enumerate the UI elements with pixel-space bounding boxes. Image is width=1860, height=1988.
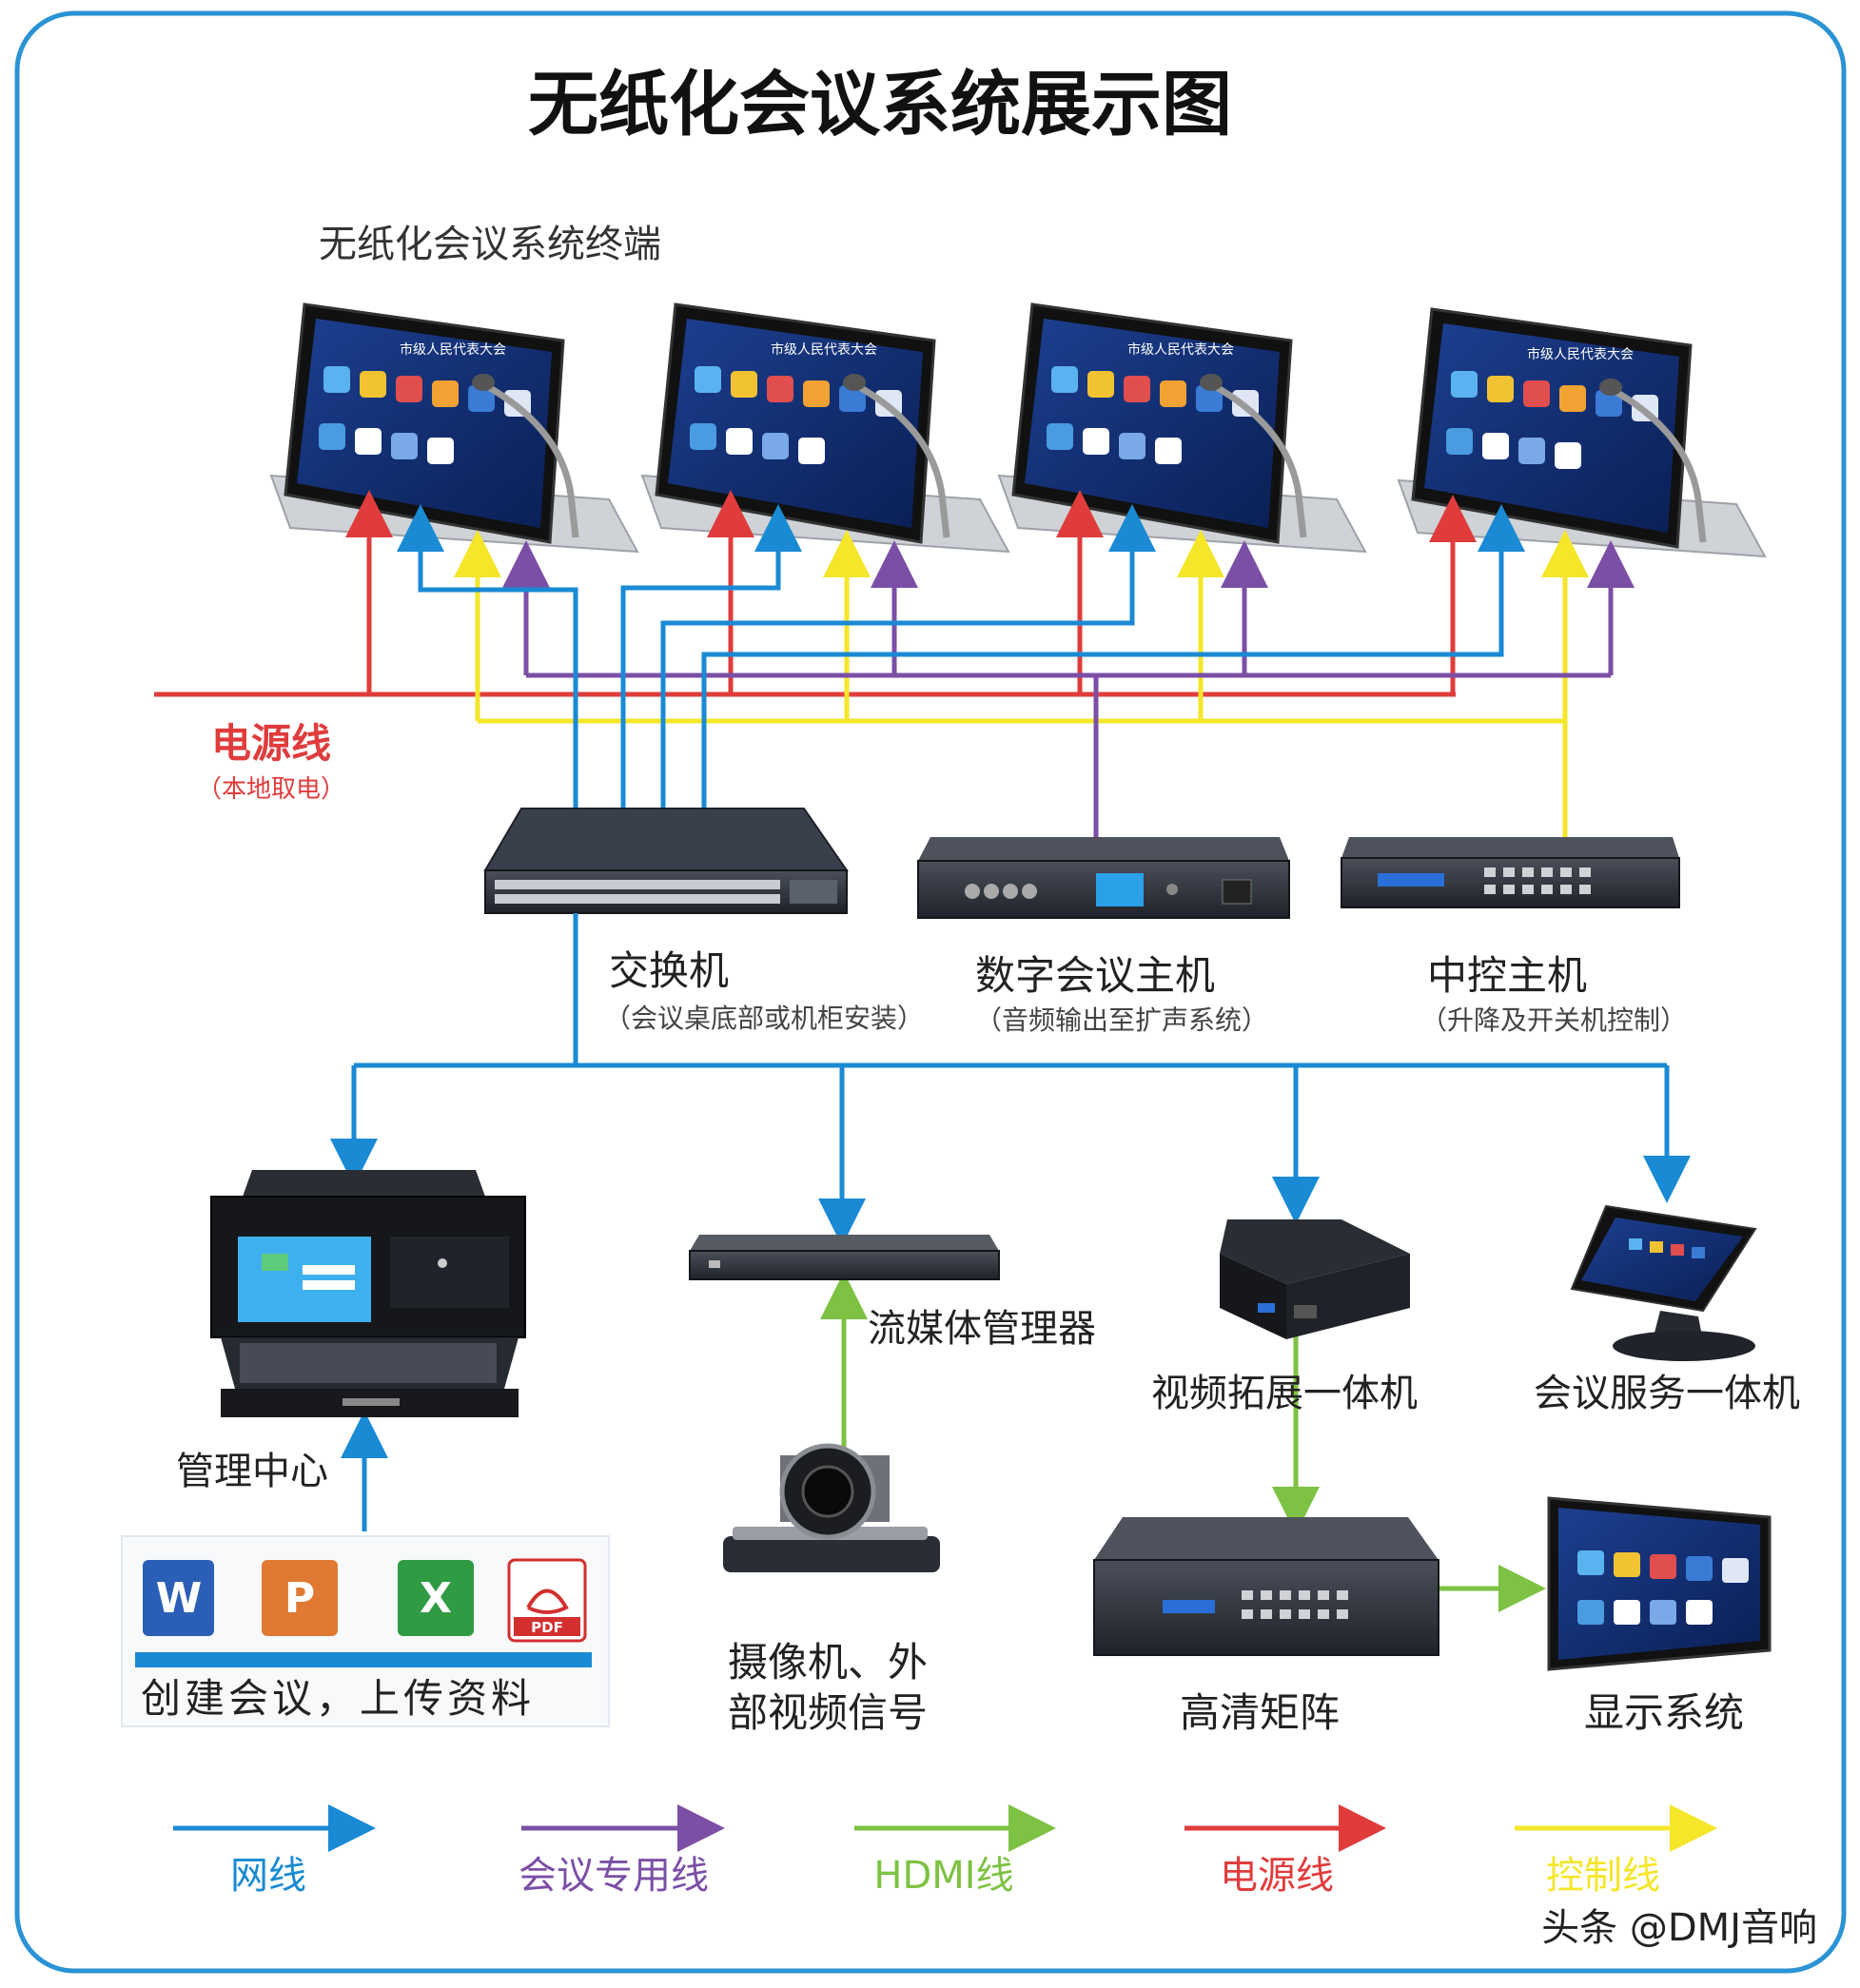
- switch-sublabel: （会议桌底部或机柜安装）: [604, 1003, 924, 1034]
- display-system: [1547, 1496, 1772, 1671]
- management-center: [210, 1170, 526, 1417]
- diagram-title: 无纸化会议系统展示图: [528, 64, 1232, 146]
- terminal-screen-title: 市级人民代表大会: [1127, 341, 1234, 358]
- svg-text:W: W: [156, 1574, 203, 1623]
- network-wires-bottom: [330, 913, 1691, 1531]
- svg-text:X: X: [420, 1574, 452, 1623]
- meeting-wires: [502, 540, 1635, 837]
- legend-label: 会议专用线: [519, 1854, 709, 1898]
- control-wires: [454, 530, 1589, 837]
- management-label: 管理中心: [176, 1450, 328, 1493]
- power-label: 电源线: [211, 720, 331, 767]
- legend-item-hdmi: HDMI线: [854, 1804, 1056, 1898]
- meeting-service-unit: [1570, 1204, 1757, 1361]
- network-wires-top: [397, 504, 1525, 809]
- legend-label: 电源线: [1220, 1854, 1334, 1898]
- terminal-screen-title: 市级人民代表大会: [771, 341, 877, 358]
- excel-icon: X: [398, 1560, 474, 1636]
- central-control-label: 中控主机: [1427, 952, 1587, 999]
- diagram-frame: [14, 10, 1847, 1974]
- legend-label: 网线: [230, 1854, 306, 1898]
- conference-host-label: 数字会议主机: [975, 952, 1215, 999]
- hd-matrix: [1093, 1517, 1439, 1656]
- legend-item-power: 电源线: [1185, 1804, 1386, 1898]
- central-control-host: [1341, 837, 1680, 908]
- hd-matrix-label: 高清矩阵: [1180, 1689, 1340, 1736]
- conference-host-sublabel: （音频输出至扩声系统）: [975, 1004, 1268, 1036]
- powerpoint-icon: P: [262, 1560, 338, 1636]
- watermark: 头条 @DMJ音响: [1541, 1906, 1817, 1950]
- central-control-sublabel: （升降及开关机控制）: [1420, 1004, 1687, 1036]
- legend-item-control: 控制线: [1515, 1804, 1717, 1898]
- power-sublabel: （本地取电）: [197, 775, 345, 804]
- network-switch: [483, 808, 849, 914]
- switch-label: 交换机: [609, 947, 729, 994]
- terminal-1: 市级人民代表大会: [269, 302, 639, 554]
- legend-item-meeting: 会议专用线: [519, 1804, 725, 1898]
- legend-item-network: 网线: [173, 1804, 376, 1898]
- svg-text:P: P: [284, 1574, 315, 1623]
- camera-label-line2: 部视频信号: [728, 1689, 928, 1736]
- video-expansion-unit: [1220, 1219, 1410, 1339]
- docs-panel: W P X PDF 创建会议，上传资料: [121, 1535, 610, 1727]
- legend-label: 控制线: [1546, 1854, 1660, 1898]
- video-expansion-label: 视频拓展一体机: [1151, 1372, 1418, 1415]
- camera: [723, 1443, 940, 1572]
- pdf-icon: PDF: [507, 1558, 587, 1643]
- meeting-service-label: 会议服务一体机: [1534, 1372, 1800, 1415]
- terminals-label: 无纸化会议系统终端: [319, 223, 661, 266]
- hdmi-wires: [820, 1272, 1546, 1612]
- terminal-2: 市级人民代表大会: [640, 302, 1010, 554]
- stream-media-manager: [689, 1235, 1000, 1280]
- svg-text:PDF: PDF: [531, 1619, 563, 1636]
- power-wires: [154, 490, 1477, 697]
- camera-label-line1: 摄像机、外: [728, 1639, 928, 1686]
- word-icon: W: [143, 1560, 214, 1636]
- display-system-label: 显示系统: [1584, 1689, 1744, 1736]
- terminal-screen-title: 市级人民代表大会: [400, 341, 506, 358]
- terminal-3: 市级人民代表大会: [997, 302, 1367, 554]
- legend: 网线 会议专用线 HDMI线 电源线 控制线: [173, 1804, 1717, 1898]
- conference-host: [917, 837, 1290, 919]
- legend-label: HDMI线: [873, 1854, 1013, 1898]
- terminal-screen-title: 市级人民代表大会: [1527, 346, 1634, 362]
- docs-caption: 创建会议，上传资料: [141, 1675, 535, 1722]
- stream-manager-label: 流媒体管理器: [868, 1307, 1096, 1351]
